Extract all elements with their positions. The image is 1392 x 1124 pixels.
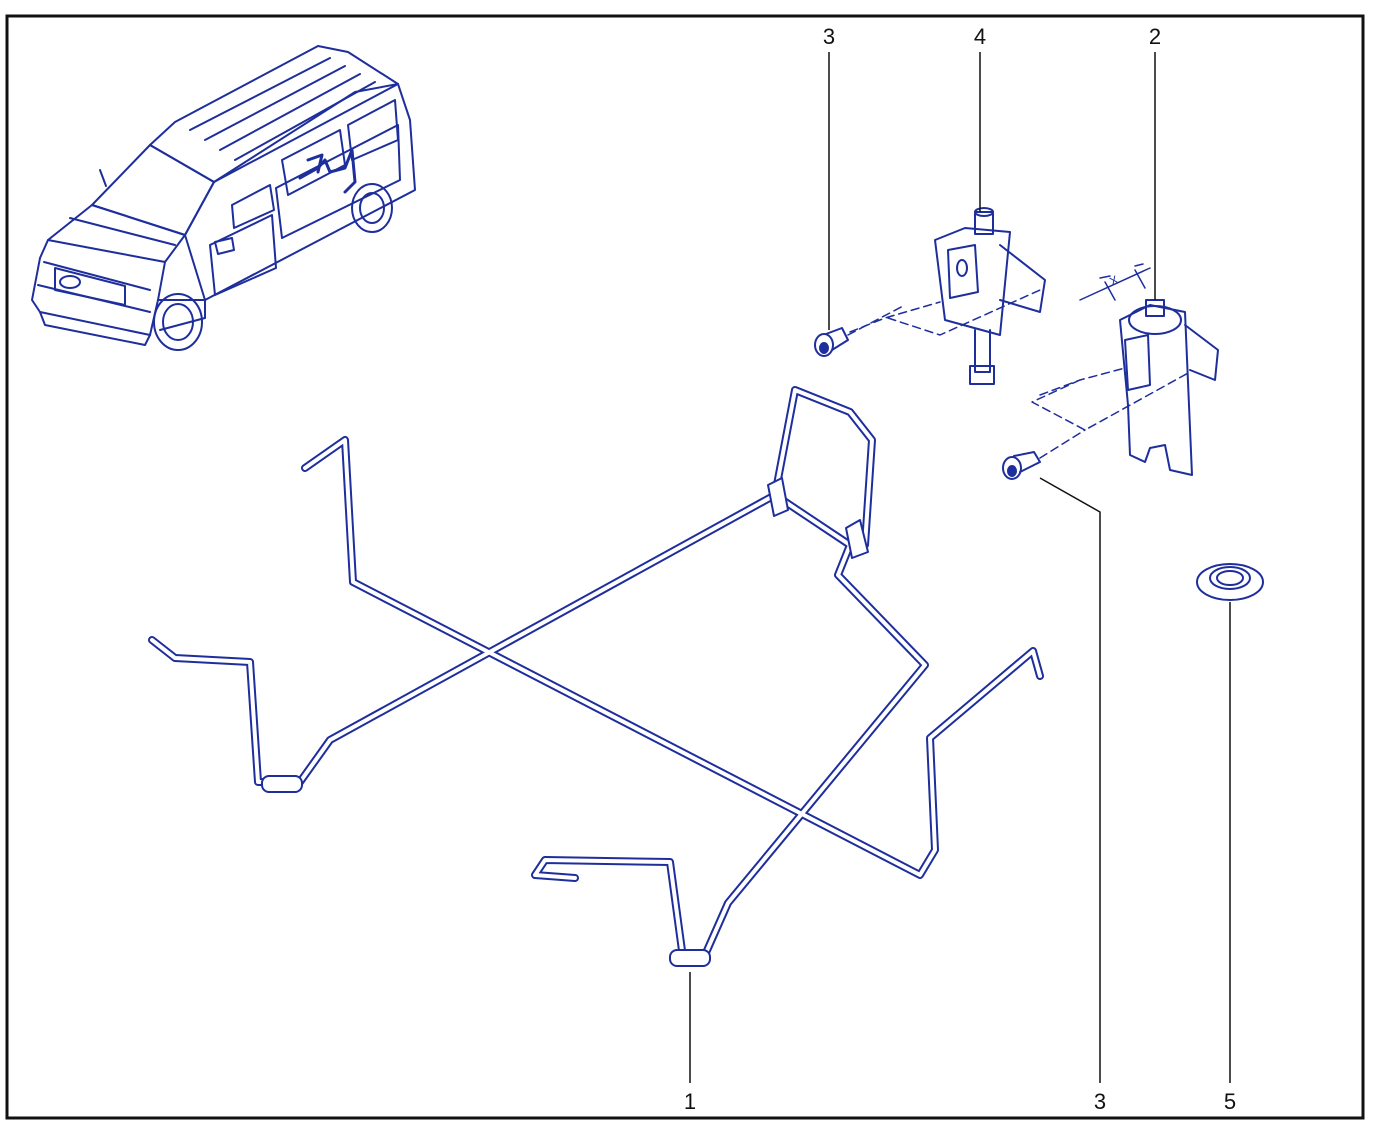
dimension-x — [1079, 263, 1151, 301]
diagram-frame — [5, 14, 1365, 1120]
wire-frame-part-1 — [148, 386, 1044, 962]
leader-lines — [689, 52, 1231, 1083]
callout-3-top: 3 — [823, 24, 835, 49]
bracket-part-2 — [1119, 299, 1219, 476]
callout-1: 1 — [684, 1089, 696, 1114]
bolt-part-3-top — [814, 327, 849, 357]
callout-2: 2 — [1149, 24, 1161, 49]
grommet-part-5 — [1196, 563, 1264, 601]
vehicle-icon — [31, 45, 416, 351]
callout-3-bottom: 3 — [1094, 1089, 1106, 1114]
callout-5: 5 — [1224, 1089, 1236, 1114]
bracket-part-4 — [934, 207, 1046, 385]
bolt-part-3-bottom — [1002, 451, 1041, 480]
callout-4: 4 — [974, 24, 986, 49]
